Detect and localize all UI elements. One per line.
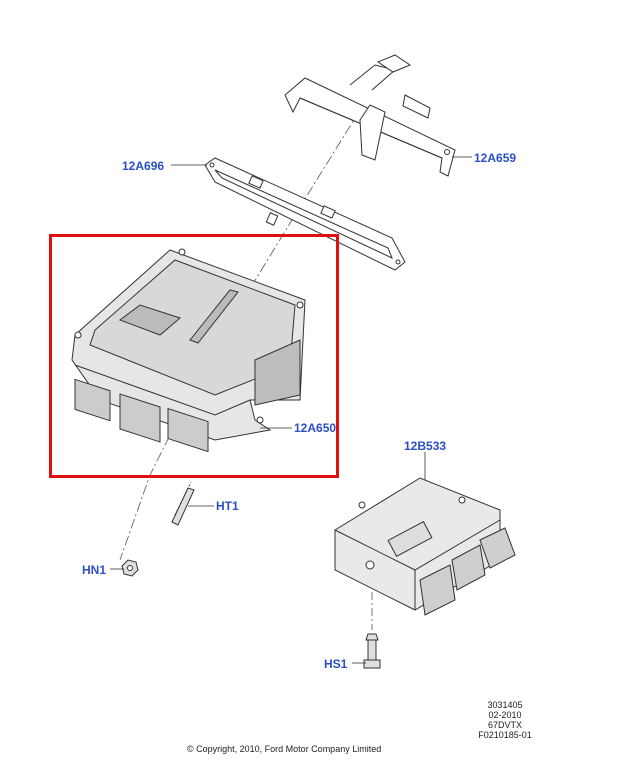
connector-module-part (334, 477, 516, 616)
ref-line: 02-2010 (488, 710, 522, 720)
callout-HT1: HT1 (216, 499, 239, 513)
ref-line: 67DVTX (487, 720, 522, 730)
callout-HS1: HS1 (324, 657, 348, 671)
callout-12A650: 12A650 (294, 421, 337, 435)
reference-block: 3031405 02-2010 67DVTX F0210185-01 (470, 700, 540, 740)
ref-line: 3031405 (487, 700, 523, 710)
callout-12B533: 12B533 (404, 439, 447, 453)
bracket-part (284, 54, 456, 177)
assembly-centerline (119, 109, 361, 561)
copyright-text: © Copyright, 2010, Ford Motor Company Li… (187, 744, 382, 754)
stud-part (171, 481, 195, 526)
callout-12A659: 12A659 (474, 151, 517, 165)
bolt-part (363, 633, 381, 669)
callout-12A696: 12A696 (122, 159, 165, 173)
gasket-part (204, 157, 406, 271)
highlight-box (49, 234, 339, 478)
callout-HN1: HN1 (82, 563, 107, 577)
ref-line: F0210185-01 (478, 730, 532, 740)
leader-lines (110, 156, 472, 664)
nut-part (121, 559, 139, 577)
ecu-module-part (71, 248, 306, 453)
